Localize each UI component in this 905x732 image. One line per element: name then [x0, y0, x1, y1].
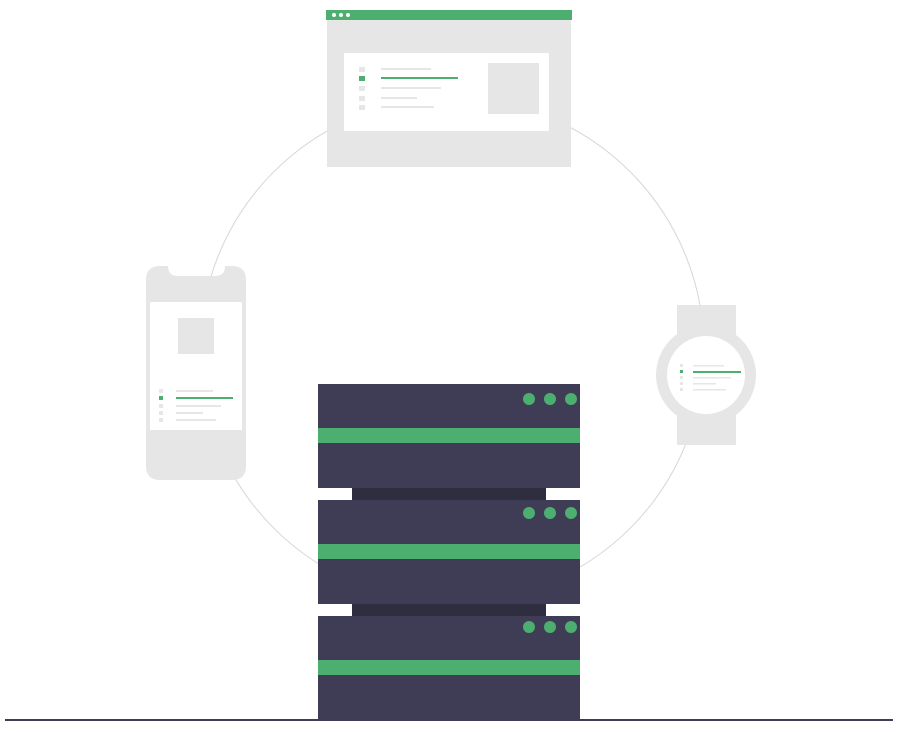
- list-line: [381, 106, 434, 108]
- list-line: [176, 419, 216, 421]
- image-placeholder: [488, 63, 539, 114]
- list-line-selected: [176, 397, 233, 399]
- list-line: [381, 87, 441, 89]
- server-led: [523, 507, 535, 519]
- server-unit: [318, 500, 580, 604]
- list-bullet: [359, 67, 365, 72]
- browser-dot: [346, 13, 350, 17]
- list-bullet: [680, 364, 683, 367]
- server-led: [544, 621, 556, 633]
- watch-list: [680, 364, 741, 391]
- browser-titlebar: [326, 10, 572, 20]
- watch-screen: [667, 336, 745, 414]
- browser-dot: [332, 13, 336, 17]
- list-line-selected: [381, 77, 458, 79]
- list-bullet: [159, 389, 163, 393]
- server-rack: [318, 384, 580, 720]
- list-line: [381, 68, 431, 70]
- list-bullet: [159, 418, 163, 422]
- list-bullet: [359, 86, 365, 91]
- server-led: [523, 393, 535, 405]
- list-line: [693, 365, 724, 367]
- server-unit: [318, 384, 580, 488]
- list-line: [381, 97, 417, 99]
- list-line: [176, 390, 213, 392]
- server-led: [565, 507, 577, 519]
- browser-dot: [339, 13, 343, 17]
- server-unit-stripe: [318, 428, 580, 443]
- list-bullet: [359, 105, 365, 110]
- browser-list: [359, 67, 458, 110]
- list-line: [176, 412, 203, 414]
- phone-list: [159, 389, 233, 422]
- server-led: [544, 507, 556, 519]
- rack-connector: [352, 604, 546, 616]
- ground-line: [5, 719, 893, 721]
- rack-connector: [352, 488, 546, 500]
- list-line: [176, 405, 221, 407]
- list-line-selected: [693, 371, 741, 373]
- server-unit-stripe: [318, 660, 580, 675]
- browser-window-dots: [332, 13, 350, 17]
- phone-device: [146, 266, 246, 480]
- list-bullet-selected: [159, 396, 163, 400]
- server-unit: [318, 616, 580, 720]
- server-led: [565, 393, 577, 405]
- server-led: [523, 621, 535, 633]
- list-bullet-selected: [680, 370, 683, 373]
- list-bullet: [159, 411, 163, 415]
- server-led: [544, 393, 556, 405]
- list-bullet: [680, 376, 683, 379]
- server-unit-stripe: [318, 544, 580, 559]
- list-bullet: [680, 382, 683, 385]
- list-line: [693, 383, 716, 385]
- list-bullet-selected: [359, 76, 365, 81]
- browser-window: [326, 10, 572, 167]
- server-led: [565, 621, 577, 633]
- list-line: [693, 389, 726, 391]
- image-placeholder: [178, 318, 214, 354]
- list-bullet: [159, 404, 163, 408]
- list-bullet: [680, 388, 683, 391]
- list-line: [693, 377, 731, 379]
- smartwatch-device: [656, 305, 756, 445]
- list-bullet: [359, 96, 365, 101]
